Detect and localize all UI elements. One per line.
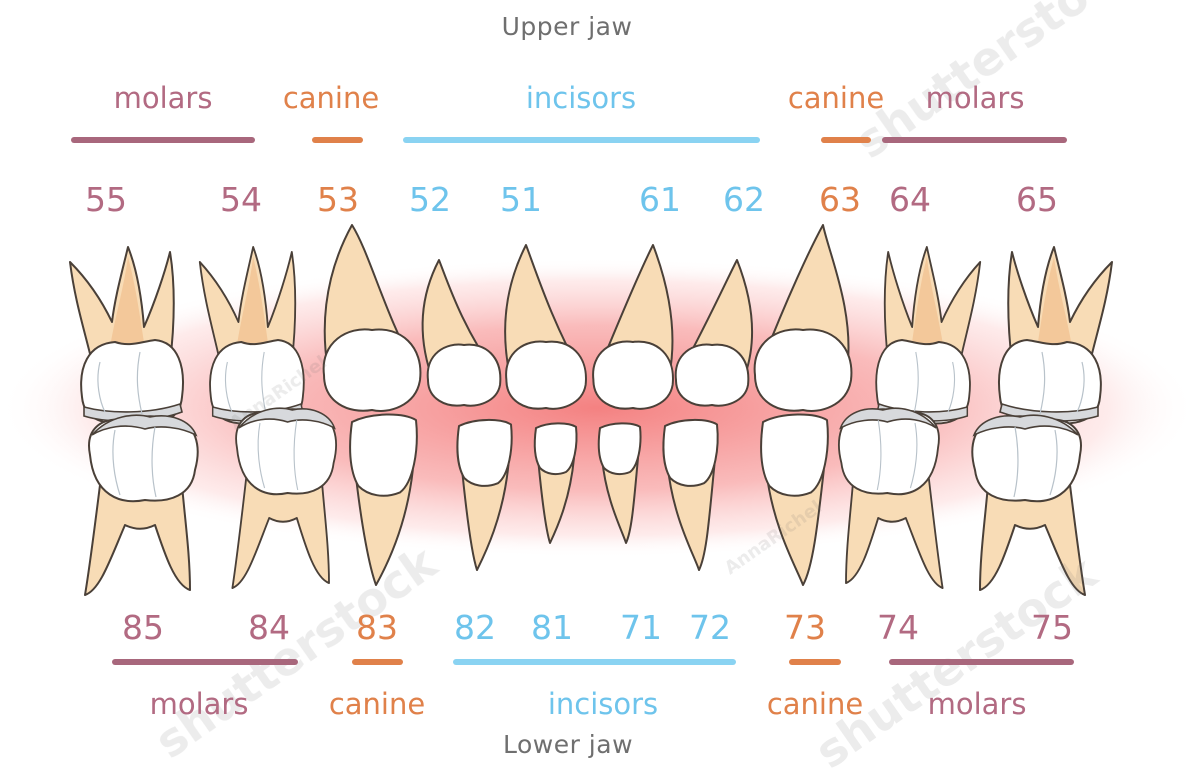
lower-tooth-71 <box>597 422 642 544</box>
tooth-number-83: 83 <box>356 608 398 647</box>
watermark-brand-text: shutterstock <box>145 535 447 769</box>
upper-left-molars-bar <box>882 137 1067 143</box>
upper-tooth-53 <box>322 224 422 412</box>
upper-tooth-51 <box>504 244 587 410</box>
upper-tooth-55 <box>69 246 184 425</box>
tooth-number-84: 84 <box>248 608 290 647</box>
upper-tooth-61 <box>592 244 674 410</box>
lower-right-molars-label: molars <box>149 687 249 721</box>
upper-tooth-65 <box>998 246 1113 425</box>
upper-tooth-54 <box>198 246 305 425</box>
lower-left-canine-bar <box>789 659 841 665</box>
upper-right-canine-bar <box>312 137 363 143</box>
upper-tooth-52 <box>421 259 502 407</box>
tooth-number-55: 55 <box>85 180 127 219</box>
lower-left-canine-label: canine <box>766 687 864 721</box>
tooth-number-51: 51 <box>500 180 542 219</box>
tooth-number-82: 82 <box>454 608 496 647</box>
tooth-number-81: 81 <box>531 608 573 647</box>
lower-tooth-73 <box>760 413 829 586</box>
lower-right-canine-bar <box>352 659 403 665</box>
lower-left-molars-bar <box>889 659 1074 665</box>
upper-incisors-label: incisors <box>525 81 637 115</box>
upper-left-canine-bar <box>821 137 871 143</box>
lower-tooth-81 <box>533 422 578 544</box>
lower-tooth-82 <box>456 418 513 571</box>
upper-left-canine-label: canine <box>787 81 885 115</box>
tooth-number-75: 75 <box>1031 608 1073 647</box>
tooth-number-72: 72 <box>689 608 731 647</box>
tooth-number-73: 73 <box>784 608 826 647</box>
lower-tooth-74 <box>838 407 944 589</box>
lower-right-molars-bar <box>112 659 298 665</box>
upper-jaw-title: Upper jaw <box>501 12 633 41</box>
lower-jaw-title: Lower jaw <box>502 730 634 759</box>
lower-incisors-label: incisors <box>547 687 659 721</box>
upper-tooth-64 <box>875 246 982 425</box>
tooth-number-53: 53 <box>317 180 359 219</box>
tooth-number-64: 64 <box>889 180 931 219</box>
tooth-number-54: 54 <box>220 180 262 219</box>
upper-tooth-63 <box>753 224 853 412</box>
tooth-number-52: 52 <box>409 180 451 219</box>
lower-tooth-83 <box>349 413 418 586</box>
tooth-number-85: 85 <box>122 608 164 647</box>
upper-incisors-bar <box>403 137 760 143</box>
lower-tooth-84 <box>231 407 337 589</box>
tooth-number-71: 71 <box>620 608 662 647</box>
tooth-number-62: 62 <box>723 180 765 219</box>
lower-left-molars-label: molars <box>927 687 1027 721</box>
lower-right-canine-label: canine <box>328 687 426 721</box>
tooth-number-61: 61 <box>639 180 681 219</box>
lower-tooth-75 <box>971 414 1086 596</box>
lower-incisors-bar <box>453 659 736 665</box>
upper-tooth-62 <box>674 259 754 407</box>
upper-right-molars-label: molars <box>113 81 213 115</box>
lower-tooth-72 <box>662 418 719 571</box>
tooth-number-65: 65 <box>1016 180 1058 219</box>
tooth-number-63: 63 <box>819 180 861 219</box>
upper-left-molars-label: molars <box>925 81 1025 115</box>
tooth-number-74: 74 <box>877 608 919 647</box>
upper-right-molars-bar <box>71 137 255 143</box>
upper-right-canine-label: canine <box>282 81 380 115</box>
lower-tooth-85 <box>84 414 199 596</box>
